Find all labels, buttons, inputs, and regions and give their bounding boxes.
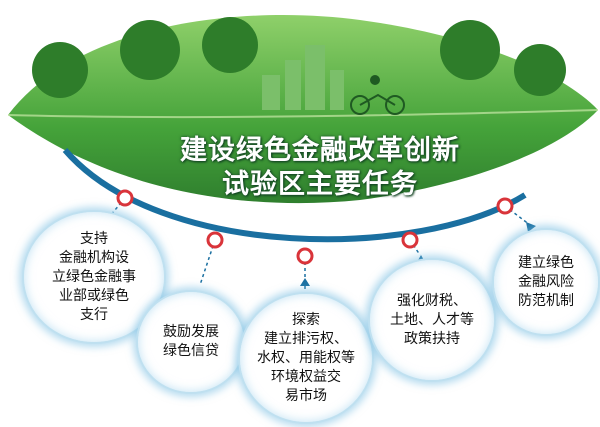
node-3 bbox=[296, 247, 314, 265]
node-5 bbox=[496, 197, 514, 215]
node-4 bbox=[401, 231, 419, 249]
task-text: 政策扶持 bbox=[404, 330, 460, 347]
timeline-nodes bbox=[116, 189, 514, 265]
task-circle-5: 建立绿色 金融风险 防范机制 bbox=[492, 228, 600, 336]
task-text: 强化财税、 bbox=[397, 292, 467, 309]
city-skyline-icon bbox=[262, 45, 344, 110]
task-circle-4: 强化财税、 土地、人才等 政策扶持 bbox=[368, 258, 496, 382]
title-line-2: 试验区主要任务 bbox=[222, 169, 418, 200]
title-line-1: 建设绿色金融改革创新 bbox=[180, 135, 460, 166]
task-text: 水权、用能权等 bbox=[257, 349, 355, 366]
task-text: 土地、人才等 bbox=[390, 311, 474, 328]
task-circle-3: 探索 建立排污权、 水权、用能权等 环境权益交 易市场 bbox=[238, 292, 374, 424]
task-circle-1: 支持 金融机构设 立绿色金融事 业部或绿色 支行 bbox=[22, 210, 166, 344]
task-text: 金融风险 bbox=[518, 273, 574, 290]
task-text: 环境权益交 bbox=[271, 368, 341, 385]
task-text: 业部或绿色 bbox=[59, 287, 129, 304]
task-text: 防范机制 bbox=[518, 292, 574, 309]
timeline-arc bbox=[62, 148, 527, 243]
task-text: 绿色信贷 bbox=[163, 343, 219, 359]
task-text: 支持 bbox=[80, 230, 108, 247]
task-circle-2: 鼓励发展 绿色信贷 bbox=[136, 290, 246, 394]
task-text: 易市场 bbox=[285, 387, 327, 404]
task-text: 金融机构设 bbox=[59, 249, 129, 266]
task-text: 建立绿色 bbox=[518, 254, 574, 271]
task-text: 建立排污权、 bbox=[264, 330, 348, 347]
node-1 bbox=[116, 189, 134, 207]
tree-icon bbox=[32, 17, 566, 98]
task-text: 支行 bbox=[80, 306, 108, 323]
task-text: 立绿色金融事 bbox=[52, 268, 136, 285]
task-text: 鼓励发展 bbox=[163, 324, 219, 340]
leaf-vein bbox=[7, 109, 599, 119]
cyclist-icon bbox=[350, 75, 405, 115]
node-2 bbox=[206, 231, 224, 249]
task-text: 探索 bbox=[292, 311, 320, 328]
